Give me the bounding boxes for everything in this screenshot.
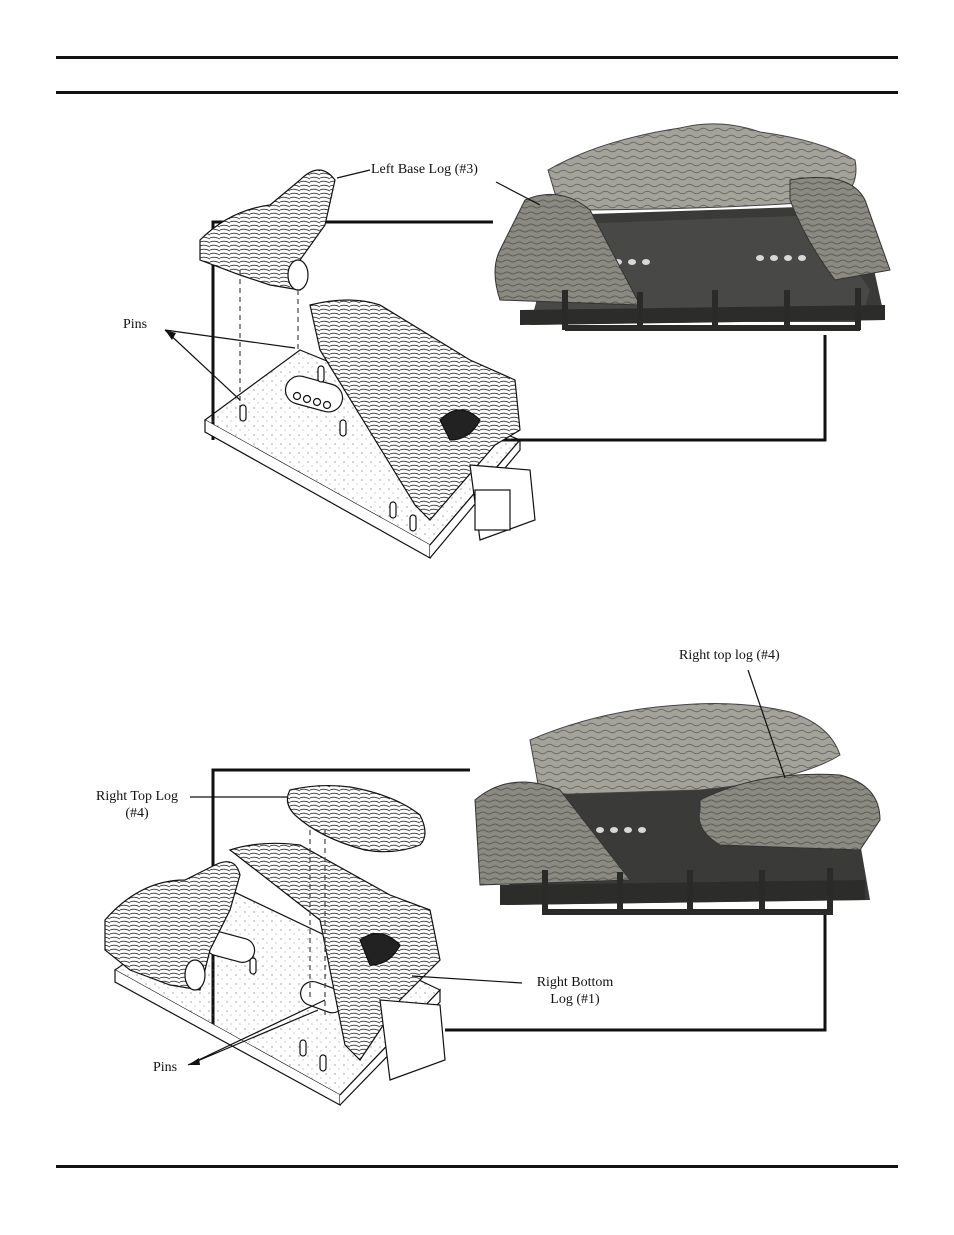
figure-1-frame — [211, 220, 827, 442]
right-bottom-log-label: Right Bottom Log (#1) — [520, 974, 630, 1008]
figure-1-line-drawing — [164, 169, 541, 560]
pins-label-top: Pins — [123, 317, 148, 332]
right-top-log-label: Right Top Log (#4) — [82, 788, 192, 822]
figure-2-photo — [470, 703, 890, 915]
right-top-log-label-line1: Right Top Log — [96, 789, 178, 804]
right-top-log-photo-label: Right top log (#4) — [679, 648, 780, 663]
left-base-log-label: Left Base Log (#3) — [371, 162, 478, 177]
pins-label-bottom: Pins — [153, 1060, 178, 1075]
figure-2-right-logs — [104, 669, 890, 1107]
right-bottom-log-label-line1: Right Bottom — [536, 975, 614, 990]
figure-1-left-base-log — [164, 123, 893, 560]
header-rule-bottom — [56, 91, 898, 94]
header-rule-top — [56, 56, 898, 59]
figure-2-line-drawing — [104, 669, 786, 1107]
right-top-log-label-line2: (#4) — [125, 806, 149, 821]
footer-rule — [56, 1165, 898, 1168]
figure-1-photo — [493, 123, 893, 335]
right-bottom-log-label-line2: Log (#1) — [550, 992, 600, 1007]
